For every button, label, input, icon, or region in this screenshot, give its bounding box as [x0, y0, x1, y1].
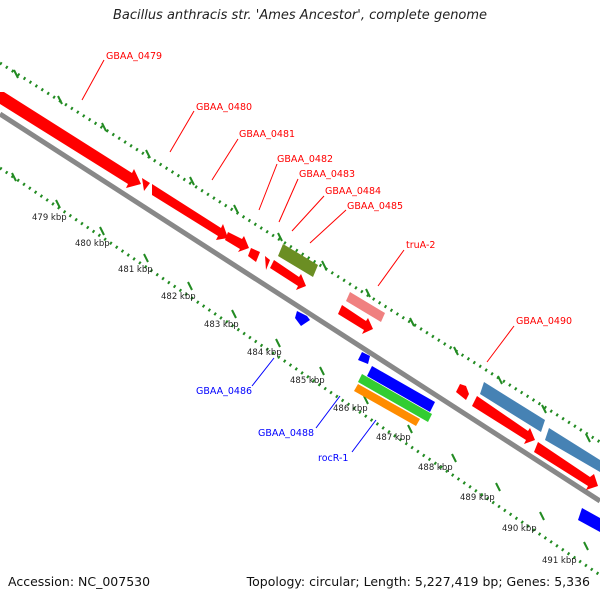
genome-summary-text: Topology: circular; Length: 5,227,419 bp… — [246, 574, 590, 589]
gene-label-gbaa-0480[interactable]: GBAA_0480 — [196, 102, 252, 113]
inner-major-tick — [275, 338, 281, 348]
gene-label-gbaa-0485[interactable]: GBAA_0485 — [347, 201, 403, 212]
inner-major-tick — [11, 172, 17, 182]
gene-label-gbaa-0479[interactable]: GBAA_0479 — [106, 51, 162, 62]
gene-gbaa-0490c — [534, 442, 598, 490]
gene-label-gbaa-0482[interactable]: GBAA_0482 — [277, 154, 333, 165]
forward-genes — [0, 92, 598, 490]
gene-label-gbaa-0481[interactable]: GBAA_0481 — [239, 129, 295, 140]
outer-major-tick — [497, 375, 503, 385]
gene-label-gbaa-0488[interactable]: GBAA_0488 — [258, 428, 314, 439]
kbp-label-491: 491 kbp — [542, 556, 577, 566]
outer-major-tick — [101, 122, 107, 132]
reverse-genes — [295, 311, 600, 532]
inner-major-tick — [319, 366, 325, 376]
gene-labels: GBAA_0479GBAA_0480GBAA_0481GBAA_0482GBAA… — [106, 51, 572, 464]
gene-gbaa-0490a — [456, 384, 469, 400]
gene-truA-arrow — [338, 305, 373, 334]
gene-gbaa-0479b — [142, 178, 150, 191]
kbp-label-484: 484 kbp — [247, 348, 282, 358]
kbp-label-480: 480 kbp — [75, 239, 110, 249]
feature-bars — [278, 244, 600, 472]
outer-major-tick — [189, 176, 195, 186]
kbp-label-486: 486 kbp — [333, 404, 368, 414]
kbp-label-479: 479 kbp — [32, 213, 67, 223]
kbp-label-490: 490 kbp — [502, 524, 537, 534]
inner-major-tick — [583, 541, 589, 551]
major-ticks — [11, 69, 591, 551]
inner-major-tick — [495, 482, 501, 492]
steel-feature-a — [480, 382, 545, 432]
gene-gbaa-0481 — [225, 232, 249, 252]
outer-major-tick — [277, 232, 283, 242]
kbp-label-488: 488 kbp — [418, 463, 453, 473]
gene-blue-edge — [578, 508, 600, 532]
pink-feature — [346, 292, 385, 322]
map-title: Bacillus anthracis str. 'Ames Ancestor',… — [112, 8, 488, 23]
gene-label-gbaa-0490[interactable]: GBAA_0490 — [516, 316, 572, 327]
orange-feature — [354, 384, 420, 426]
inner-major-tick — [99, 226, 105, 236]
gene-gbaa-0490b — [472, 396, 535, 444]
inner-major-tick — [451, 453, 457, 463]
inner-major-tick — [363, 395, 369, 405]
inner-major-tick — [187, 281, 193, 291]
outer-major-tick — [13, 69, 19, 79]
kbp-label-483: 483 kbp — [204, 320, 239, 330]
kbp-label-487: 487 kbp — [376, 433, 411, 443]
gene-label-gbaa-0486[interactable]: GBAA_0486 — [196, 386, 252, 397]
outer-major-tick — [365, 288, 371, 298]
kbp-label-489: 489 kbp — [460, 493, 495, 503]
inner-major-tick — [539, 511, 545, 521]
inner-major-tick — [143, 253, 149, 263]
accession-text: Accession: NC_007530 — [8, 574, 151, 589]
outer-major-tick — [585, 433, 591, 443]
gene-gbaa-0484 — [270, 260, 306, 290]
olive-feature — [278, 244, 318, 277]
outer-major-tick — [541, 404, 547, 414]
gene-label-gbaa-0484[interactable]: GBAA_0484 — [325, 186, 381, 197]
inner-major-tick — [407, 424, 413, 434]
outer-major-tick — [145, 149, 151, 159]
steel-feature-b — [545, 428, 600, 472]
gene-label-rocr-1[interactable]: rocR-1 — [318, 453, 348, 464]
outer-major-tick — [233, 204, 239, 214]
outer-major-tick — [57, 95, 63, 105]
kbp-labels: 479 kbp 480 kbp 481 kbp 482 kbp 483 kbp 484 k… — [32, 213, 577, 566]
inner-major-tick — [231, 309, 237, 319]
gene-gbaa-0488 — [367, 366, 435, 412]
inner-tick-track — [0, 166, 600, 577]
genome-backbone — [0, 111, 600, 504]
gene-gbaa-0479 — [0, 92, 141, 188]
gene-gbaa-0486 — [295, 311, 310, 326]
outer-major-tick — [409, 317, 415, 327]
gene-gbaa-0486b — [358, 352, 370, 364]
gene-label-gbaa-0483[interactable]: GBAA_0483 — [299, 169, 355, 180]
gene-gbaa-0480 — [152, 184, 228, 240]
gene-label-trua-2[interactable]: truA-2 — [406, 240, 435, 251]
inner-major-tick — [55, 199, 61, 209]
gene-gbaa-0483 — [265, 256, 270, 270]
kbp-label-485: 485 kbp — [290, 376, 325, 386]
kbp-label-481: 481 kbp — [118, 265, 153, 275]
leader-lines — [81, 59, 515, 453]
outer-major-tick — [453, 346, 459, 356]
gene-gbaa-0482 — [248, 248, 260, 262]
outer-major-tick — [321, 260, 327, 270]
green-feature — [358, 374, 432, 422]
kbp-label-482: 482 kbp — [161, 292, 196, 302]
